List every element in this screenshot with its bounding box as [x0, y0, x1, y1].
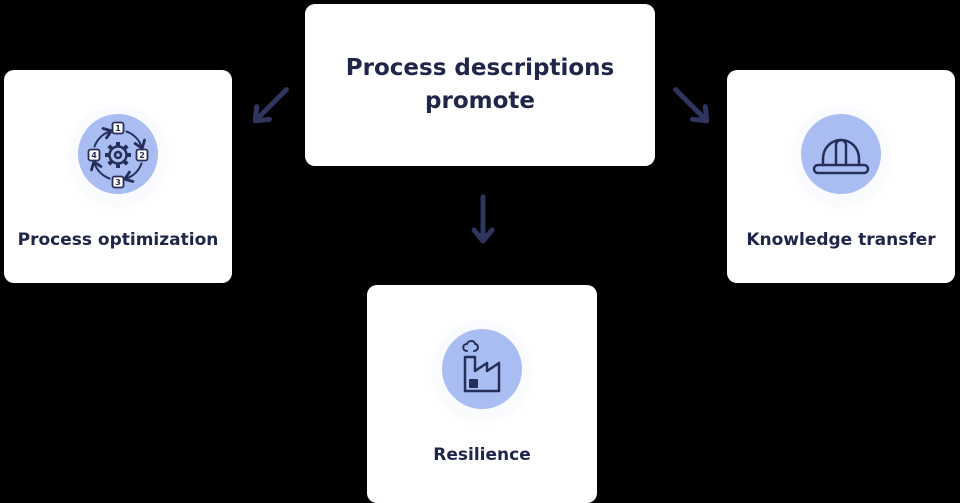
process-cycle-graphic: 1 2 3 4 — [87, 121, 149, 189]
node-label-knowledge-transfer: Knowledge transfer — [746, 230, 936, 250]
factory-icon — [442, 329, 522, 409]
cycle-step-3: 3 — [115, 178, 121, 187]
arrow-down-left-icon — [252, 87, 289, 124]
card-process-optimization: 1 2 3 4 Process optimization — [4, 70, 232, 283]
process-cycle-icon: 1 2 3 4 — [78, 114, 158, 194]
arrow-down-icon — [471, 194, 495, 244]
card-resilience: Resilience — [367, 285, 597, 503]
arrow-down-right-icon — [673, 87, 710, 124]
node-label-process-optimization: Process optimization — [17, 230, 219, 250]
card-process-descriptions: Process descriptions promote — [305, 4, 655, 166]
hard-hat-graphic — [812, 138, 870, 175]
diagram-title: Process descriptions promote — [345, 54, 615, 114]
card-knowledge-transfer: Knowledge transfer — [727, 70, 955, 283]
cycle-step-2: 2 — [139, 151, 145, 160]
node-label-resilience: Resilience — [433, 445, 531, 465]
cycle-step-1: 1 — [115, 124, 121, 133]
factory-graphic — [462, 340, 501, 393]
hard-hat-icon — [801, 114, 881, 194]
cycle-step-4: 4 — [91, 151, 97, 160]
